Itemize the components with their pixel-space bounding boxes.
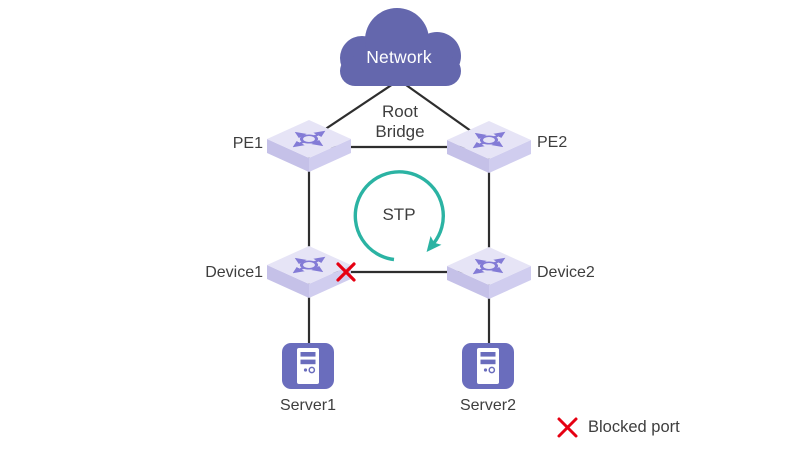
stp-cycle-arrow <box>353 170 445 262</box>
pe2-label: PE2 <box>537 134 568 151</box>
link-cloud-pe2 <box>398 79 479 137</box>
link-cloud-pe1 <box>314 79 400 137</box>
server1-label: Server1 <box>279 397 337 414</box>
network-cloud-icon <box>340 8 461 86</box>
device1-label: Device1 <box>205 264 263 281</box>
legend-blocked-port-x-icon <box>557 417 578 438</box>
network-cloud-label: Network <box>366 47 432 67</box>
node-pe1-switch <box>267 120 351 172</box>
stp-label: STP <box>382 205 416 224</box>
node-server1 <box>281 342 335 390</box>
blocked-port-x-icon <box>336 262 356 282</box>
pe1-label: PE1 <box>232 135 263 152</box>
node-device1-switch <box>267 246 351 298</box>
legend-blocked-port-label: Blocked port <box>588 418 680 436</box>
node-pe2-switch <box>447 121 531 173</box>
node-device2-switch <box>447 247 531 299</box>
device2-label: Device2 <box>537 264 595 281</box>
node-server2 <box>461 342 515 390</box>
root-bridge-label: Root Bridge <box>375 102 425 141</box>
server2-label: Server2 <box>459 397 517 414</box>
